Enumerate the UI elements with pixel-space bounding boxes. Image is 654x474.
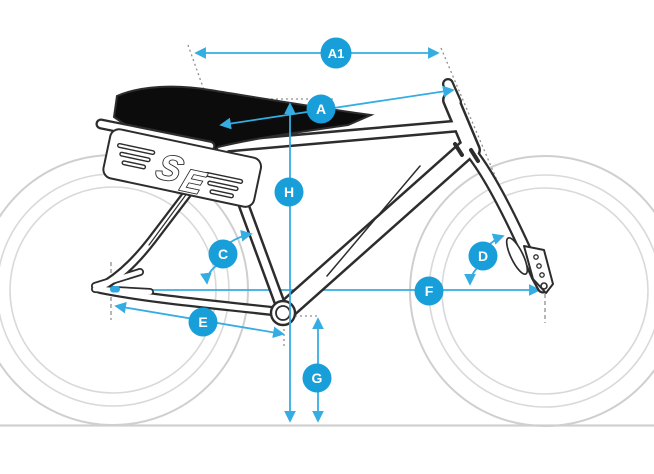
front-wheel bbox=[409, 155, 654, 427]
seat-rail bbox=[95, 118, 216, 152]
label-a: A bbox=[306, 94, 336, 124]
svg-text:C: C bbox=[218, 246, 228, 262]
label-badges: A1 A H C D E F G bbox=[188, 37, 498, 393]
rear-dropout-slot bbox=[110, 286, 120, 293]
angle-arrow-d-upper bbox=[489, 233, 505, 245]
measure-line-a bbox=[219, 85, 455, 130]
crown-detail bbox=[469, 148, 480, 163]
angle-arrow-c-lower bbox=[200, 265, 217, 285]
label-e: E bbox=[188, 307, 218, 337]
svg-text:F: F bbox=[425, 283, 434, 299]
headset-detail bbox=[453, 142, 464, 157]
label-a1: A1 bbox=[320, 37, 352, 69]
se-logo-plate: S E bbox=[102, 128, 263, 208]
fork-dropout bbox=[523, 245, 554, 294]
label-c: C bbox=[208, 239, 238, 269]
angle-arrow-d-lower bbox=[464, 267, 478, 286]
svg-text:D: D bbox=[478, 248, 488, 264]
front-axle bbox=[540, 282, 548, 290]
label-g: G bbox=[302, 363, 332, 393]
svg-text:A1: A1 bbox=[328, 46, 345, 61]
svg-text:H: H bbox=[284, 184, 294, 200]
label-h: H bbox=[274, 177, 304, 207]
svg-text:E: E bbox=[198, 314, 207, 330]
label-d: D bbox=[468, 241, 498, 271]
label-f: F bbox=[414, 276, 444, 306]
svg-text:A: A bbox=[316, 101, 326, 117]
svg-text:G: G bbox=[312, 370, 323, 386]
fork-blade-face bbox=[505, 236, 529, 276]
down-tube-bevel bbox=[326, 165, 421, 277]
